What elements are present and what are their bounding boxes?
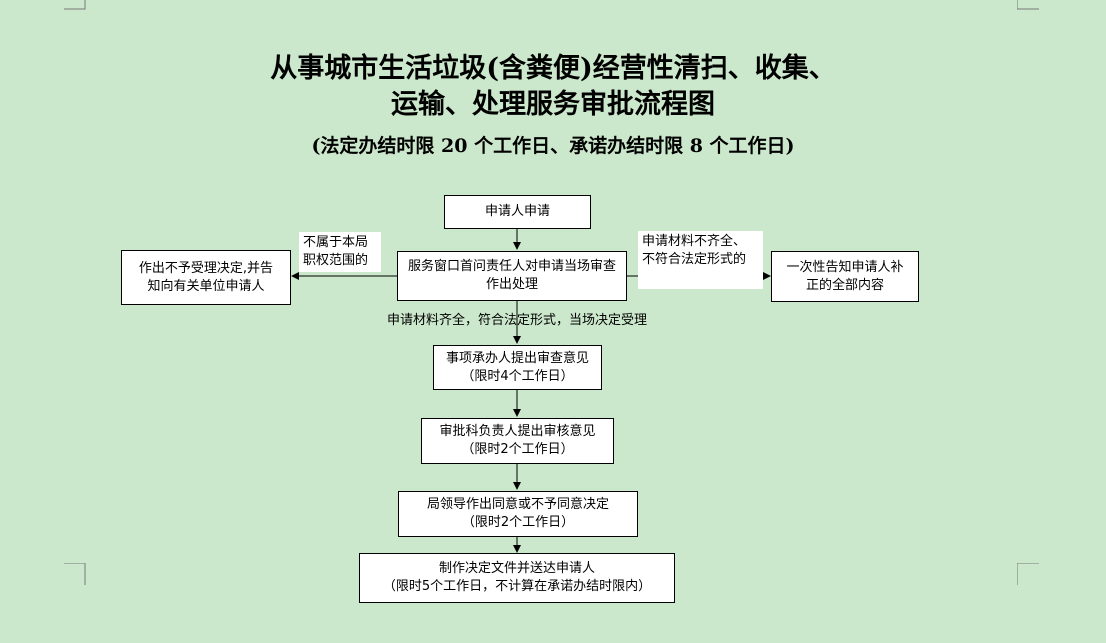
label-incomplete: 申请材料不齐全、 不符合法定形式的 bbox=[638, 231, 763, 289]
crop-mark-bottom-left bbox=[64, 563, 86, 585]
crop-mark-top-left bbox=[64, 0, 86, 10]
node-handler: 事项承办人提出审查意见 （限时4个工作日） bbox=[433, 345, 602, 390]
node-notify-text: 一次性告知申请人补 正的全部内容 bbox=[786, 259, 904, 293]
page-subtitle: (法定办结时限 20 个工作日、承诺办结时限 8 个工作日) bbox=[311, 135, 795, 157]
node-leader: 局领导作出同意或不予同意决定 （限时2个工作日） bbox=[398, 491, 638, 537]
label-out-of-scope: 不属于本局 职权范围的 bbox=[299, 232, 381, 272]
label-accepted: 申请材料齐全，符合法定形式，当场决定受理 bbox=[387, 313, 648, 328]
node-section: 审批科负责人提出审核意见 （限时2个工作日） bbox=[421, 418, 614, 464]
node-apply-text: 申请人申请 bbox=[484, 204, 550, 219]
node-review: 服务窗口首问责任人对申请当场审查 作出处理 bbox=[397, 251, 627, 301]
node-leader-text: 局领导作出同意或不予同意决定 （限时2个工作日） bbox=[426, 497, 609, 530]
crop-mark-top-right bbox=[1017, 0, 1039, 10]
node-reject-text: 作出不予受理决定,并告 知向有关单位申请人 bbox=[138, 260, 274, 294]
node-section-text: 审批科负责人提出审核意见 （限时2个工作日） bbox=[439, 424, 596, 457]
node-deliver-text: 制作决定文件并送达申请人 （限时5个工作日，不计算在承诺办结时限内） bbox=[382, 561, 652, 594]
page-title-line-2: 运输、处理服务审批流程图 bbox=[391, 89, 715, 120]
node-handler-text: 事项承办人提出审查意见 （限时4个工作日） bbox=[445, 350, 589, 384]
node-deliver: 制作决定文件并送达申请人 （限时5个工作日，不计算在承诺办结时限内） bbox=[359, 553, 675, 603]
node-reject: 作出不予受理决定,并告 知向有关单位申请人 bbox=[121, 250, 291, 305]
node-review-text: 服务窗口首问责任人对申请当场审查 作出处理 bbox=[407, 259, 616, 292]
node-notify: 一次性告知申请人补 正的全部内容 bbox=[771, 251, 919, 302]
node-apply: 申请人申请 bbox=[444, 195, 591, 229]
page-title-line-1: 从事城市生活垃圾(含粪便)经营性清扫、收集、 bbox=[270, 53, 836, 84]
